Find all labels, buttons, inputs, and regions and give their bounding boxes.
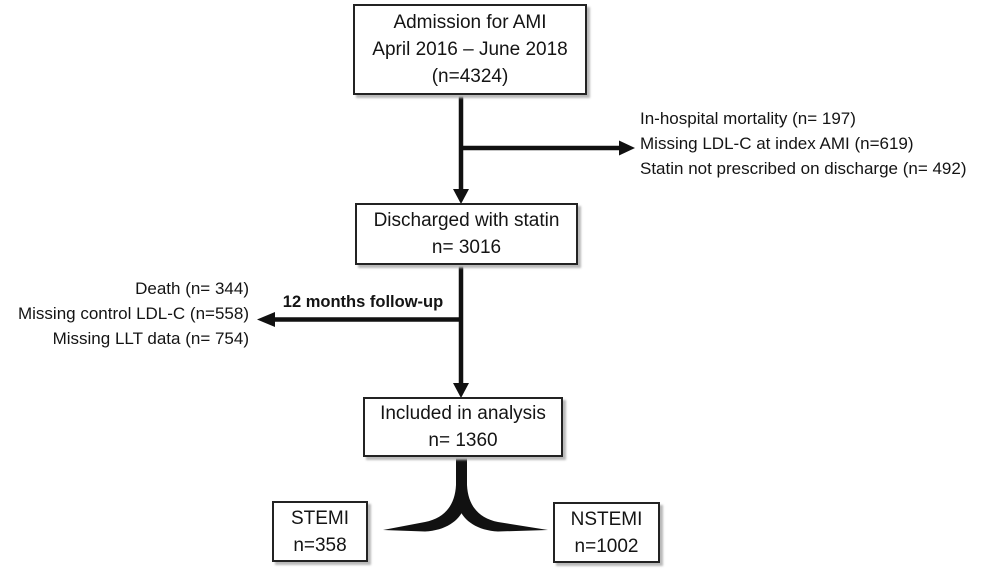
box-admission: Admission for AMI April 2016 – June 2018…: [353, 4, 587, 95]
box-included: Included in analysis n= 1360: [363, 397, 563, 457]
arrow-down-icon: [453, 189, 469, 204]
box-discharged-line1: Discharged with statin: [373, 210, 560, 231]
split-branch-right: [456, 485, 548, 532]
exclusion-item-missing-control-ldl: Missing control LDL-C (n=558): [17, 304, 249, 323]
arrow-down-icon: [453, 383, 469, 398]
box-discharged: Discharged with statin n= 3016: [355, 203, 578, 265]
exclusion-item-death: Death (n= 344): [135, 279, 249, 298]
right-exclusion-list: In-hospital mortality (n= 197) Missing L…: [640, 106, 967, 181]
box-discharged-line2: n= 3016: [431, 237, 502, 258]
exclusion-item-missing-llt: Missing LLT data (n= 754): [52, 329, 249, 348]
box-admission-line1: Admission for AMI: [393, 12, 547, 33]
followup-label: 12 months follow-up: [282, 293, 444, 311]
box-admission-line3: (n=4324): [431, 66, 509, 87]
arrow-right-icon: [619, 140, 635, 156]
box-stemi-line1: STEMI: [290, 507, 350, 529]
box-stemi-line2: n=358: [293, 534, 347, 556]
exclusion-item-missing-ldl: Missing LDL-C at index AMI (n=619): [640, 134, 914, 153]
box-nstemi-line2: n=1002: [574, 535, 639, 557]
box-stemi: STEMI n=358: [272, 501, 368, 562]
exclusion-item-no-statin: Statin not prescribed on discharge (n= 4…: [640, 159, 967, 178]
box-included-line1: Included in analysis: [380, 403, 546, 424]
split-branch-left: [383, 485, 467, 532]
left-exclusion-list: Death (n= 344) Missing control LDL-C (n=…: [0, 276, 249, 351]
box-nstemi: NSTEMI n=1002: [553, 502, 660, 563]
box-nstemi-line1: NSTEMI: [570, 508, 643, 530]
arrow-left-icon: [257, 312, 275, 327]
box-admission-line2: April 2016 – June 2018: [372, 39, 568, 60]
box-included-line2: n= 1360: [428, 430, 498, 451]
exclusion-item-mortality: In-hospital mortality (n= 197): [640, 109, 856, 128]
